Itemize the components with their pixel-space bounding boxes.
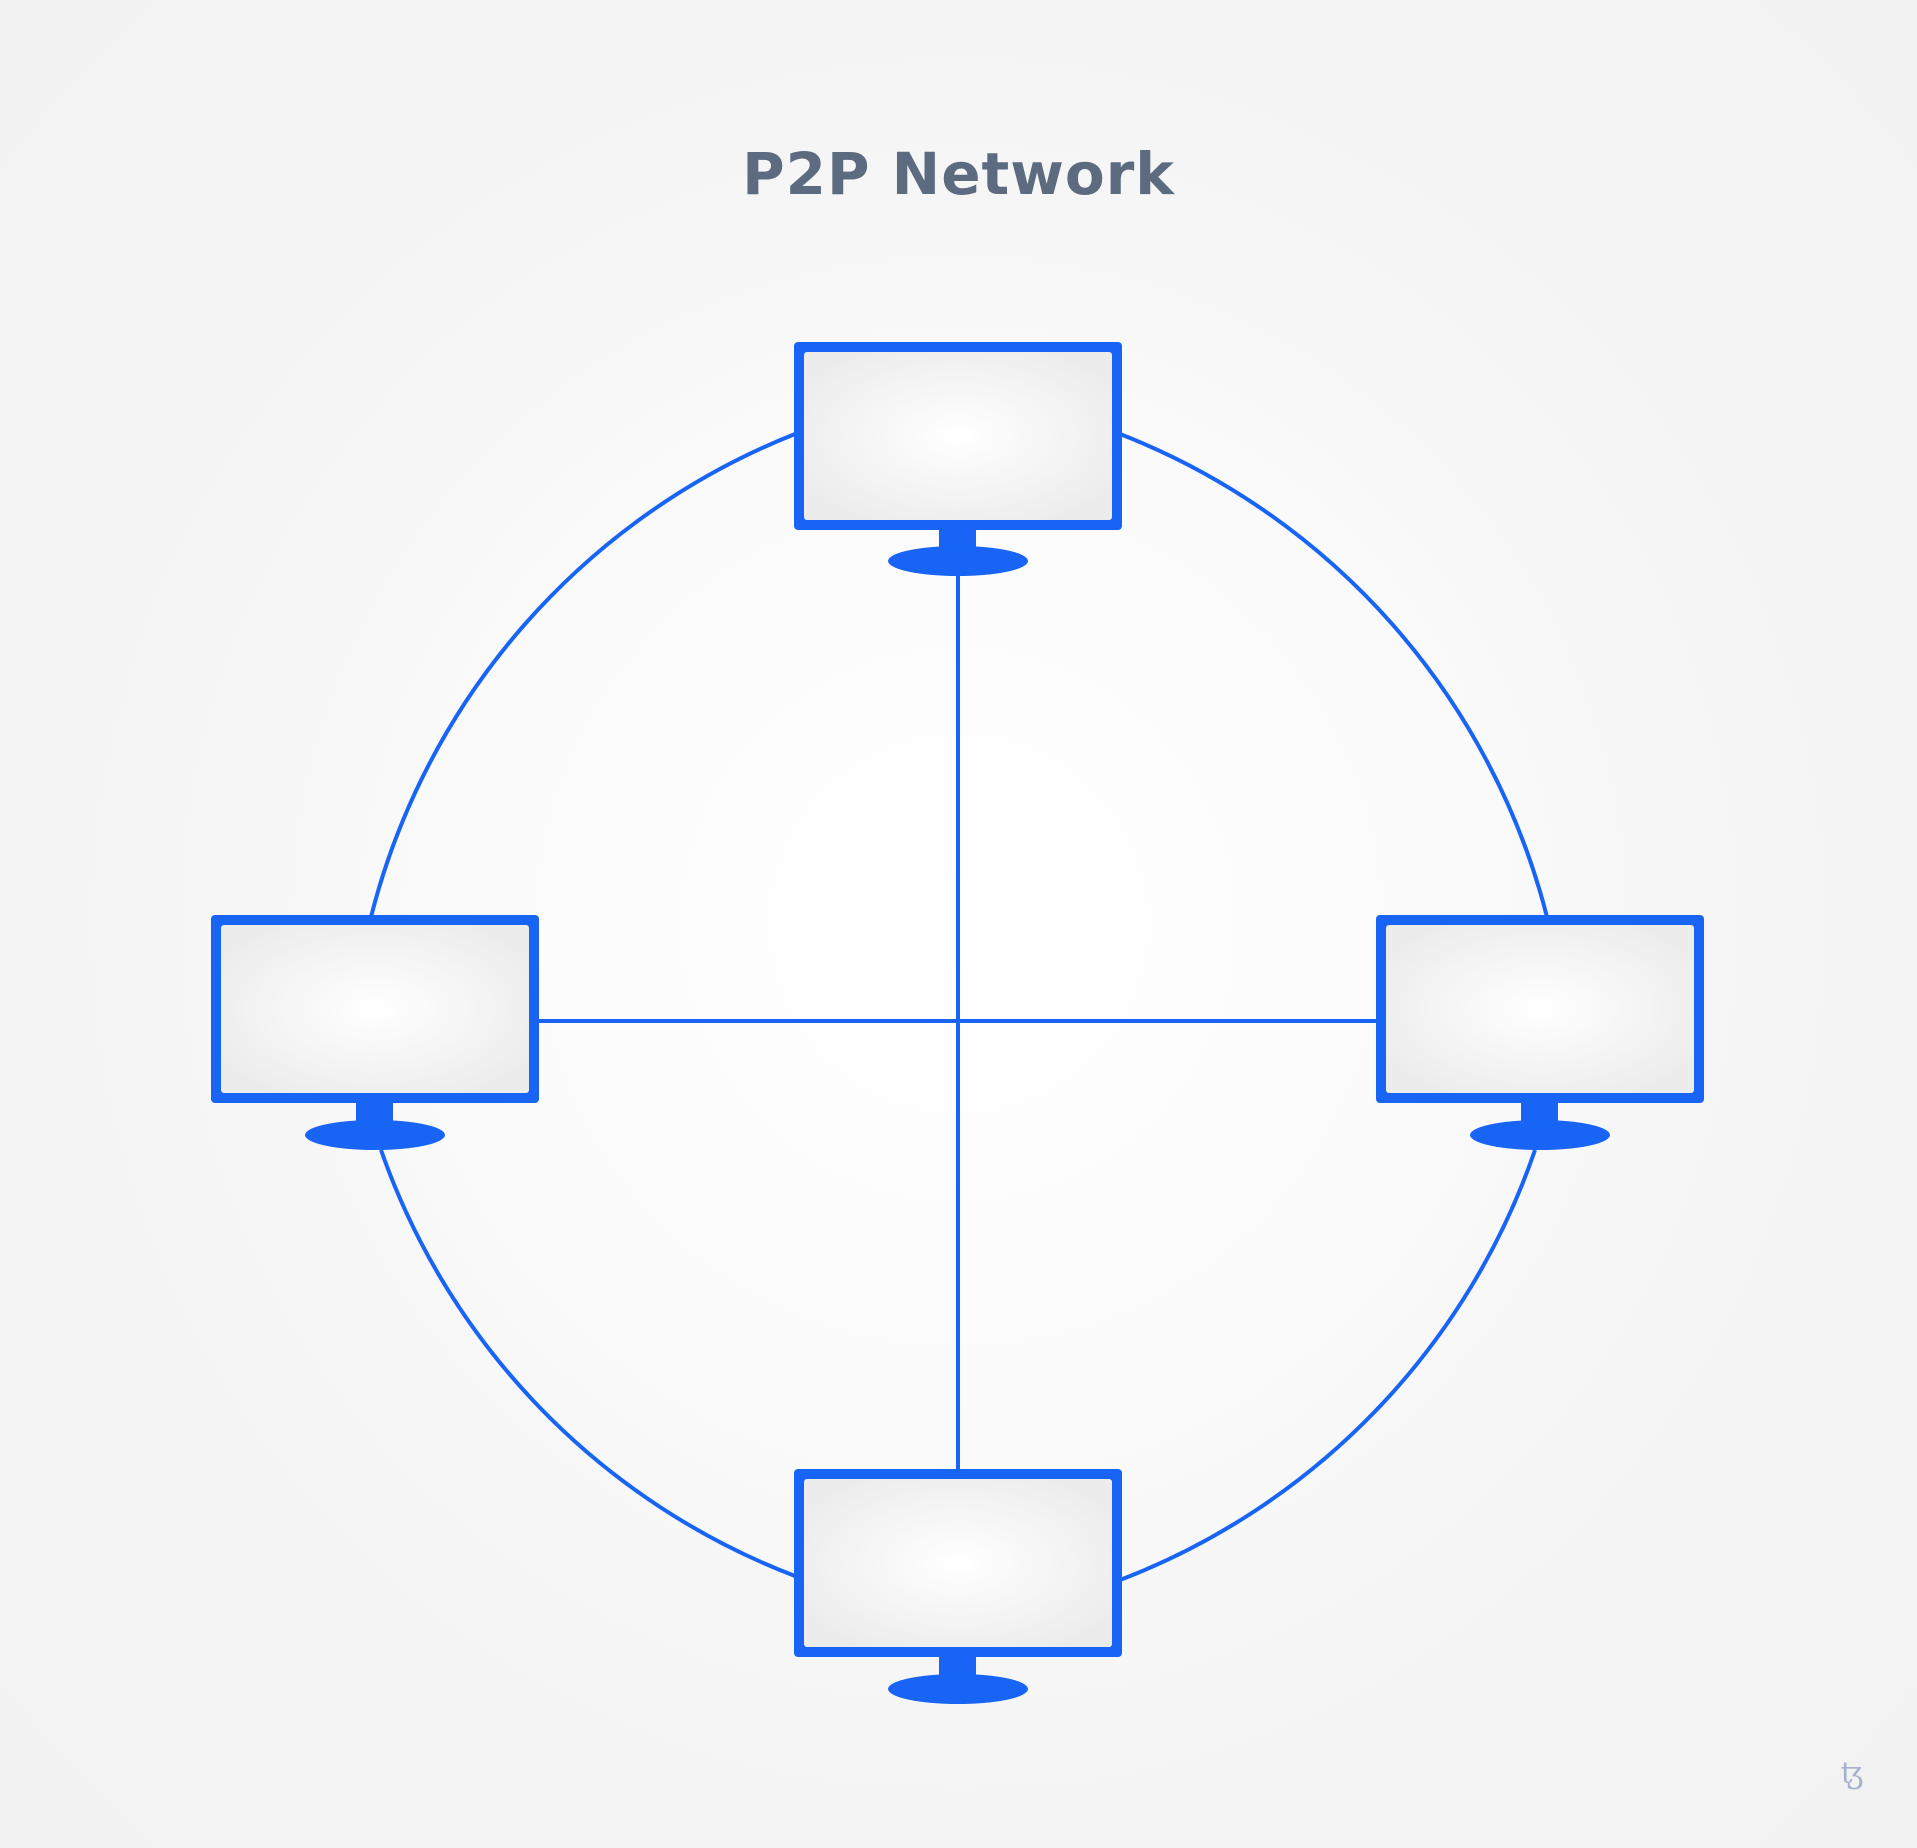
monitor-icon [794, 342, 1122, 576]
monitor-icon [1376, 915, 1704, 1150]
monitor-icon [211, 915, 539, 1150]
edge-left-top [369, 432, 796, 918]
edge-top-right [1119, 432, 1549, 918]
connections [369, 432, 1549, 1582]
edge-right-bottom [1119, 1149, 1537, 1582]
tezos-logo-icon: ꜩ [1840, 1756, 1864, 1791]
edge-bottom-left [379, 1149, 796, 1578]
computer-top [794, 342, 1122, 576]
computer-left [211, 915, 539, 1150]
monitor-icon [794, 1469, 1122, 1704]
computer-bottom [794, 1469, 1122, 1704]
page-title: P2P Network [742, 140, 1175, 208]
computer-right [1376, 915, 1704, 1150]
